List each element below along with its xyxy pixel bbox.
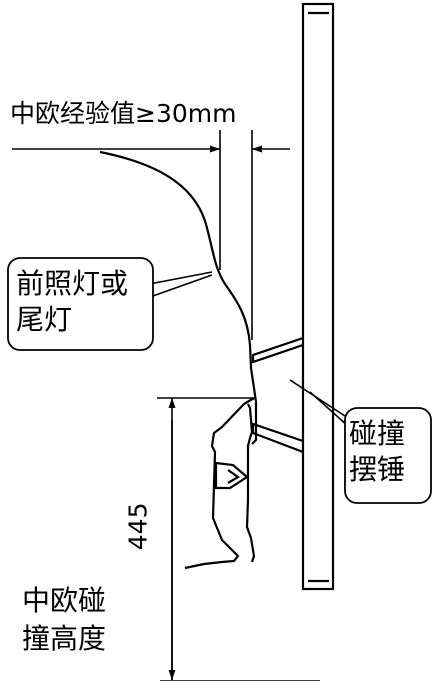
pendulum-label-line1: 碰撞 [349, 417, 406, 450]
vehicle-contour [99, 150, 258, 570]
pendulum-prongs [251, 336, 304, 454]
height-caption-line2: 撞高度 [22, 622, 107, 655]
pendulum-label-line2: 摆锤 [349, 453, 406, 486]
height-value-label: 445 [123, 502, 153, 551]
bumper-clip [214, 461, 249, 490]
top-dimension [12, 130, 290, 340]
lamp-label-line1: 前照灯或 [16, 267, 129, 300]
height-caption-line1: 中欧碰 [22, 584, 107, 617]
lamp-callout-text: 前照灯或 尾灯 [16, 266, 128, 338]
lamp-label-line2: 尾灯 [16, 303, 73, 336]
pendulum-plate [301, 2, 335, 591]
pendulum-callout-text: 碰撞 摆锤 [349, 416, 405, 488]
pendulum-callout-box [344, 407, 432, 504]
height-dimension [157, 397, 320, 681]
top-dimension-label: 中欧经验值≥30mm [10, 99, 237, 128]
height-caption: 中欧碰 撞高度 [22, 582, 106, 658]
lamp-callout-box [7, 257, 154, 351]
